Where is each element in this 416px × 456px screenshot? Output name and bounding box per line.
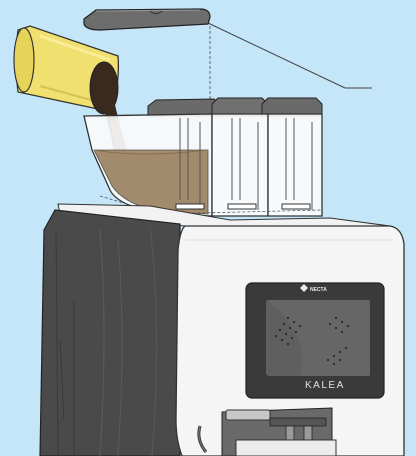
maker-logo-text: NECTA	[310, 287, 327, 293]
model-name: KALEA	[305, 380, 345, 391]
hopper-containers	[84, 98, 322, 216]
